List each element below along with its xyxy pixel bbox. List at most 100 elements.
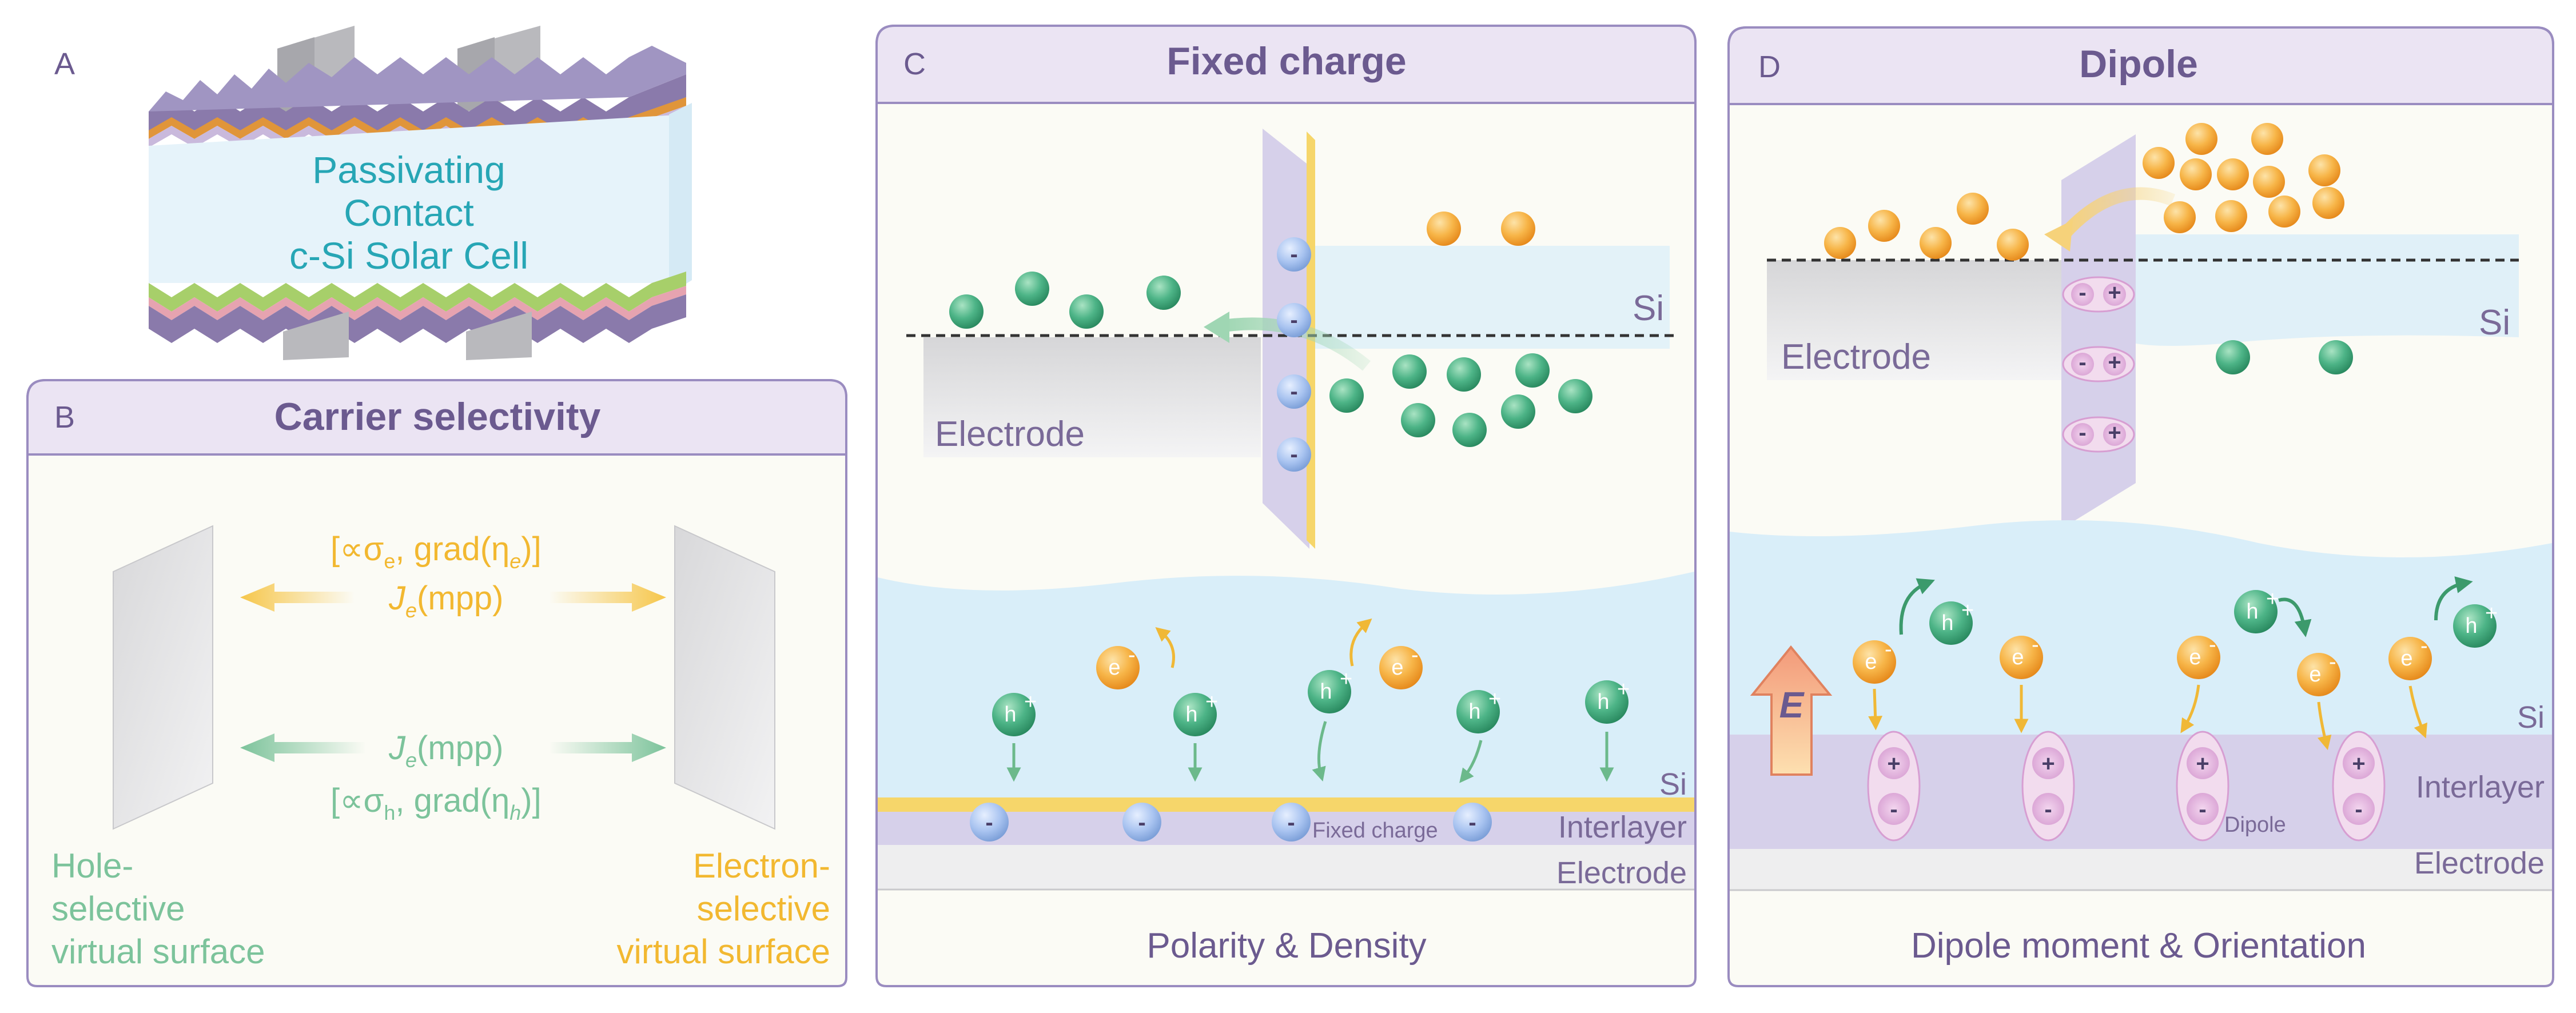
svg-text:-: - <box>1290 379 1297 404</box>
panel-c-footer: Polarity & Density <box>1146 926 1426 966</box>
svg-text:-: - <box>1290 308 1297 333</box>
electron-arrow-left <box>240 583 355 612</box>
electrode-block-d <box>1767 260 2064 380</box>
hole-current: Je(mpp) <box>388 729 504 772</box>
interlayer-label-c: Interlayer <box>1558 810 1687 844</box>
svg-text:-: - <box>2044 797 2052 822</box>
svg-text:e: e <box>2309 663 2321 687</box>
hole-surface-label-2: selective <box>51 890 185 928</box>
electron-flow-arrow-d <box>2059 187 2176 239</box>
electrons-lower-c: e- e- <box>1096 618 1423 689</box>
panel-c-letter: C <box>903 47 926 81</box>
svg-text:-: - <box>2329 650 2336 674</box>
svg-text:-: - <box>1468 810 1476 835</box>
dipole-label: Dipole <box>2224 813 2286 837</box>
svg-text:+: + <box>2041 751 2055 776</box>
electrode-label-bottom-c: Electrode <box>1556 856 1687 890</box>
hole-surface-label-3: virtual surface <box>51 932 265 971</box>
svg-text:h: h <box>2465 614 2477 638</box>
electrode-layer-d <box>1730 849 2552 890</box>
svg-text:h: h <box>1185 703 1197 727</box>
svg-text:+: + <box>2108 350 2121 375</box>
electron-bracket: [∝σe, grad(ηe)] <box>331 531 542 573</box>
svg-text:+: + <box>2485 601 2498 625</box>
si-region-d <box>1730 520 2552 735</box>
panel-d-letter: D <box>1758 50 1781 84</box>
svg-text:-: - <box>1128 643 1136 667</box>
hole-arrow-right <box>549 733 666 762</box>
svg-text:-: - <box>2420 634 2428 658</box>
panel-d-footer: Dipole moment & Orientation <box>1911 926 2366 966</box>
si-label-bottom-c: Si <box>1659 767 1687 801</box>
panel-a-title-line-3: c-Si Solar Cell <box>289 234 528 277</box>
hole-bracket: [∝σh, grad(ηh)] <box>331 782 542 824</box>
si-label-top-d: Si <box>2479 303 2510 342</box>
svg-text:+: + <box>1340 667 1352 691</box>
si-band-c <box>1309 246 1670 349</box>
panel-a-title-line-2: Contact <box>344 192 473 234</box>
hole-arrow-left <box>240 733 366 762</box>
hole-ball <box>2216 340 2250 374</box>
svg-text:-: - <box>2199 797 2206 822</box>
svg-text:-: - <box>1290 242 1297 267</box>
svg-text:+: + <box>1961 599 1974 623</box>
svg-text:-: - <box>2079 420 2086 445</box>
electrons-lower-d: e- e- e- e- e- <box>1853 633 2432 751</box>
hole-selective-surface <box>113 525 213 830</box>
svg-text:e: e <box>1108 656 1120 680</box>
electrode-label-top-c: Electrode <box>935 414 1085 454</box>
panel-b: B Carrier selectivity [∝σe, grad(ηe)] Je… <box>26 379 847 987</box>
interlayer-label-d: Interlayer <box>2416 770 2545 804</box>
holes-lower-d: h+ h+ h+ <box>1899 576 2498 648</box>
electrode-block-c <box>923 337 1261 457</box>
svg-text:-: - <box>1138 810 1145 835</box>
electrode-layer-c <box>878 845 1694 890</box>
electron-selective-surface <box>674 525 775 830</box>
panel-a: A Passivating Contact c-Si Sola <box>54 26 692 360</box>
panel-a-letter: A <box>54 47 75 81</box>
interlayer-slab-c <box>1263 129 1309 549</box>
hole-surface-label-1: Hole- <box>51 847 133 885</box>
svg-text:+: + <box>1488 687 1501 711</box>
svg-text:+: + <box>2352 751 2365 776</box>
svg-text:h: h <box>1320 680 1332 704</box>
si-region-c <box>878 572 1694 797</box>
si-label-bottom-d: Si <box>2517 700 2545 735</box>
panel-d: D Dipole Electrode Si - + - + - + <box>1727 26 2554 987</box>
svg-text:+: + <box>2108 280 2121 305</box>
electron-surface-label-3: virtual surface <box>617 932 830 971</box>
svg-text:+: + <box>1024 690 1037 714</box>
electron-surface-label-1: Electron- <box>693 847 830 885</box>
electrode-label-bottom-d: Electrode <box>2414 846 2545 880</box>
fixed-charges-lower: - - - - <box>970 803 1492 841</box>
svg-text:h: h <box>2246 600 2258 624</box>
electron-balls-d <box>1824 123 2344 261</box>
svg-text:e: e <box>1391 656 1403 680</box>
panel-c: C Fixed charge Electrode Si - - - - <box>875 25 1697 987</box>
svg-text:+: + <box>2266 587 2279 611</box>
electrode-label-top-d: Electrode <box>1781 337 1931 377</box>
svg-text:-: - <box>2032 633 2039 657</box>
electric-field-arrow <box>1750 645 1833 776</box>
svg-text:-: - <box>1287 810 1295 835</box>
svg-text:-: - <box>985 810 993 835</box>
svg-text:e: e <box>1865 650 1877 674</box>
solar-cell-illustration <box>149 26 692 360</box>
svg-text:+: + <box>2108 420 2121 445</box>
electron-flow-arrowhead-d <box>2044 220 2073 252</box>
svg-text:h: h <box>1468 700 1480 724</box>
svg-text:-: - <box>2079 280 2086 305</box>
svg-text:-: - <box>1890 797 1897 822</box>
hole-balls-c <box>949 272 1592 447</box>
dipoles-top: - + - + - + <box>2062 276 2135 453</box>
interlayer-d <box>1730 735 2552 849</box>
svg-text:-: - <box>1290 442 1297 467</box>
svg-text:-: - <box>2209 633 2216 657</box>
hole-flow-arrowhead-c <box>1204 312 1229 343</box>
svg-text:+: + <box>1205 690 1218 714</box>
svg-text:e: e <box>2400 647 2412 671</box>
svg-text:-: - <box>1411 643 1419 667</box>
svg-text:-: - <box>2079 350 2086 375</box>
svg-text:-: - <box>2355 797 2362 822</box>
svg-text:-: - <box>1885 637 1892 661</box>
